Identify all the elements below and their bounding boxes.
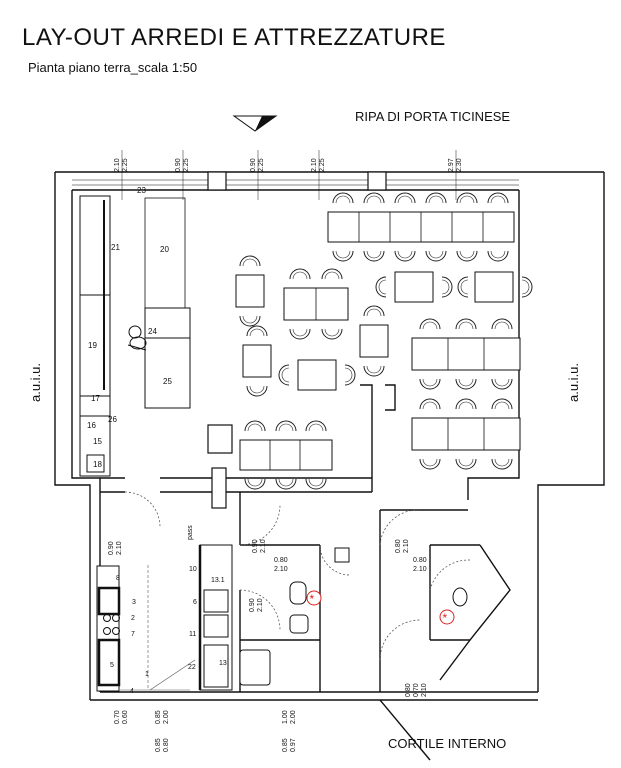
dim-bottom-2b: 2.00 [163,710,170,724]
stove-burners-icon [103,614,120,635]
adjacent-label-west: a.u.i.u. [28,363,43,402]
bar-item-20: 20 [160,245,169,254]
dim-door-4a: 0.80 [395,539,402,553]
washbasin-icon [289,614,309,634]
courtyard-label-south: CORTILE INTERNO [388,736,506,751]
kitchen-item-13: 13 [219,660,227,667]
building-walls [54,171,605,761]
pass-label: pass [187,525,194,540]
dim-top-3b: 2.25 [258,158,265,172]
plan-subtitle: Pianta piano terra_scala 1:50 [28,60,198,75]
dim-door-5a: 0.90 [249,598,256,612]
adjacent-label-east: a.u.i.u. [566,363,581,402]
dim-bottom-5b: 0.97 [290,738,297,752]
svg-text:*: * [443,611,448,625]
dim-door-7c: 2.10 [421,683,428,697]
dim-door-4b: 2.10 [403,539,410,553]
kitchen-door-line [149,659,196,691]
svg-text:*: * [310,592,315,606]
dim-top-2a: 0.90 [175,158,182,172]
dim-bottom-2a: 0.85 [155,710,162,724]
street-label-north: RIPA DI PORTA TICINESE [355,109,510,124]
kitchen-dark-outlines [97,545,202,690]
sink-icon [334,547,350,563]
dim-top-2b: 2.25 [183,158,190,172]
dim-top-1b: 2.25 [122,158,129,172]
bartender-figure-icon [127,325,147,351]
dim-door-6a: 0.80 [413,557,427,564]
dim-top-4b: 2.25 [319,158,326,172]
toilet-icon [289,581,307,605]
dim-bottom-4a: 1.00 [282,710,289,724]
dim-door-3b: 2.10 [274,566,288,573]
dim-door-1b: 2.10 [116,541,123,555]
bar-item-16: 16 [87,421,96,430]
north-arrow-icon [232,115,278,132]
dim-top-4a: 2.10 [311,158,318,172]
kitchen-item-4: 4 [130,688,134,695]
bar-item-23: 23 [137,186,146,195]
dim-door-5b: 2.10 [257,598,264,612]
dim-door-1a: 0.90 [108,541,115,555]
dim-bottom-5a: 0.85 [282,738,289,752]
bar-item-25: 25 [163,377,172,386]
wc-fixtures [289,547,468,634]
kitchen-item-1: 1 [145,671,149,678]
kitchen-item-11: 11 [189,631,196,638]
door-swings [124,491,471,661]
dim-bottom-3b: 0.80 [163,738,170,752]
dim-top-1a: 2.10 [114,158,121,172]
accessible-marker-icon: * * [306,590,455,625]
dim-door-3a: 0.80 [274,557,288,564]
dim-top-3a: 0.90 [250,158,257,172]
bar-counter [79,195,191,477]
kitchen-item-3: 3 [132,599,136,606]
dim-bottom-1b: 0.60 [122,710,129,724]
kitchen-equipment [96,544,271,692]
bar-item-21: 21 [111,243,120,252]
dim-top-5b: 2.30 [456,158,463,172]
dining-tables [235,211,521,471]
table-dividers [269,212,485,470]
dim-door-7b: 0.70 [413,683,420,697]
top-dimension-lines [121,150,457,200]
facade-columns [207,171,387,509]
kitchen-item-7: 7 [131,631,135,638]
bar-item-19: 19 [88,341,97,350]
plan-title: LAY-OUT ARREDI E ATTREZZATURE [22,24,446,51]
bar-item-15: 15 [93,437,102,446]
kitchen-item-5: 5 [110,662,114,669]
dim-door-6b: 2.10 [413,566,427,573]
dim-door-2a: 0.90 [252,539,259,553]
dim-bottom-1a: 0.70 [114,710,121,724]
kitchen-item-2: 2 [131,615,135,622]
bar-item-24: 24 [148,327,157,336]
bar-item-18: 18 [93,460,102,469]
toilet-icon-2 [452,587,468,607]
dim-bottom-4b: 2.00 [290,710,297,724]
kitchen-item-8: 8 [116,575,120,582]
dim-door-7a: 0.80 [405,683,412,697]
kitchen-item-22: 22 [188,664,196,671]
bar-item-26: 26 [108,415,117,424]
kitchen-item-13-1: 13.1 [211,577,225,584]
dim-top-5a: 2.97 [448,158,455,172]
dim-door-2b: 2.10 [260,539,267,553]
kitchen-item-6: 6 [193,599,197,606]
kitchen-item-10: 10 [189,566,197,573]
bar-item-17: 17 [91,394,100,403]
dim-bottom-3a: 0.85 [155,738,162,752]
